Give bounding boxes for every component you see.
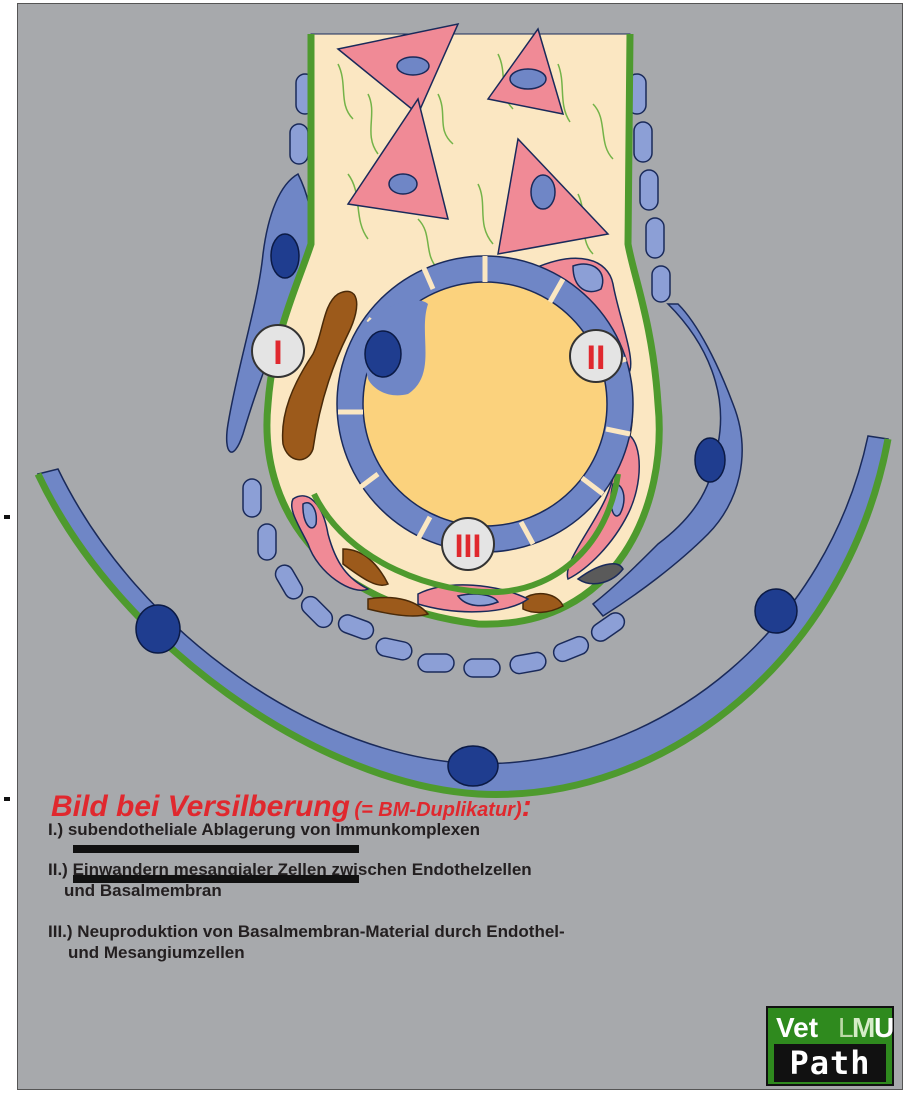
legend-number: II.): [48, 859, 68, 880]
glomerular-capillary-diagram: I II III: [18, 4, 903, 804]
podocyte-nucleus: [695, 438, 725, 482]
endothelial-ring: [337, 256, 633, 552]
silver-stain-title: Bild bei Versilberung: [51, 790, 350, 823]
silver-line-1: [73, 845, 359, 853]
silver-stain-note: (= BM-Duplikatur): [354, 799, 521, 821]
silver-stain-colon: :: [522, 790, 532, 823]
legend-text: Neuproduktion von Basalmembran-Material …: [77, 922, 564, 941]
legend-text-line2: und Mesangiumzellen: [48, 943, 245, 962]
marker-II: II: [570, 330, 622, 382]
legend-text-line2: und Basalmembran: [48, 881, 222, 900]
silver-stain-heading: Bild bei Versilberung (= BM-Duplikatur):: [51, 790, 532, 824]
logo-path: Path: [774, 1044, 886, 1082]
svg-text:III: III: [455, 528, 482, 564]
legend-number: III.): [48, 921, 73, 942]
marker-I: I: [252, 325, 304, 377]
logo-vet: Vet: [776, 1012, 818, 1044]
logo-lmu-m: M: [852, 1012, 875, 1044]
vetlmu-path-logo: Vet L M U Path: [766, 1006, 894, 1086]
parietal-nucleus: [136, 605, 180, 653]
svg-text:II: II: [587, 339, 606, 377]
left-tick-mark: [4, 515, 10, 519]
diagram-panel: I II III I.) subendotheliale Ablagerung …: [17, 3, 903, 1090]
svg-text:I: I: [273, 334, 282, 372]
legend-item-3: III.) Neuproduktion von Basalmembran-Mat…: [48, 921, 565, 963]
marker-III: III: [442, 518, 494, 570]
parietal-nucleus: [448, 746, 498, 786]
silver-line-2: [73, 875, 359, 883]
podocyte-nucleus: [271, 234, 299, 278]
parietal-nucleus: [755, 589, 797, 633]
left-tick-mark: [4, 797, 10, 801]
logo-lmu-u: U: [874, 1012, 894, 1044]
